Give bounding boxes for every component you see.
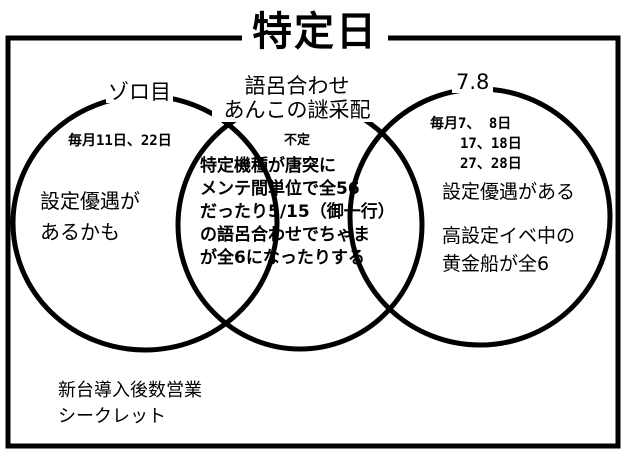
date-78-subtitle-line: 17、18日: [460, 136, 522, 152]
zorome-label: ゾロ目: [106, 80, 173, 104]
goroawase-label-line: 語呂合わせ: [244, 74, 350, 98]
goroawase-subtitle: 不定: [284, 133, 311, 148]
date-78-line: 高設定イベ中の: [442, 225, 576, 247]
goroawase-line: だったり5/15（御一行）: [200, 202, 395, 222]
goroawase-label: 語呂合わせ あんこの謎采配: [212, 74, 382, 122]
outside-line: 新台導入後数営業: [58, 380, 202, 401]
outside-line: シークレット: [58, 406, 166, 427]
date-78-text: 高設定イベ中の 黄金船が全6: [442, 222, 575, 278]
goroawase-label-line: あんこの謎采配: [223, 98, 371, 122]
goroawase-line: が全6になったりする: [200, 248, 365, 268]
zorome-line: 設定優遇が: [40, 189, 140, 213]
goroawase-line: メンテ間単位で全56: [200, 179, 360, 199]
zorome-subtitle: 毎月11日、22日: [68, 133, 172, 149]
outside-text: 新台導入後数営業 シークレット: [58, 378, 202, 430]
goroawase-line: の語呂合わせでちゃま: [200, 225, 370, 245]
zorome-line: あるかも: [40, 220, 120, 244]
date-78-label: 7.8: [452, 72, 494, 93]
date-78-subtitle-line: 毎月7、 8日: [430, 116, 512, 132]
date-78-subtitle: 毎月7、 8日 17、18日 27、28日: [430, 114, 522, 174]
goroawase-line: 特定機種が唐突に: [200, 156, 336, 176]
goroawase-text: 特定機種が唐突に メンテ間単位で全56 だったり5/15（御一行） の語呂合わせ…: [200, 155, 395, 270]
diagram-title: 特定日: [0, 9, 630, 55]
date-78-line: 黄金船が全6: [442, 253, 550, 275]
date-78-line-1: 設定優遇がある: [442, 181, 576, 203]
date-78-subtitle-line: 27、28日: [460, 156, 522, 172]
zorome-text: 設定優遇が あるかも: [40, 186, 140, 248]
